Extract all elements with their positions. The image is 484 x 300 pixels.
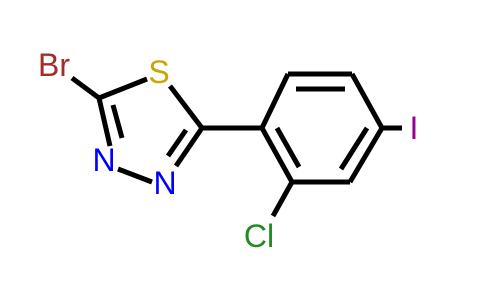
bond-cbr-br [70, 75, 101, 101]
bond-cbr-s [98, 76, 148, 101]
atom-sulfur: S [148, 54, 169, 90]
bond-s-c2 [168, 84, 204, 130]
bond-c2-n2-inner [165, 128, 189, 158]
bond-n1-cbr-inner [110, 104, 125, 139]
atom-nitrogen-1: N [92, 142, 115, 178]
bond-c2-n2 [173, 126, 205, 168]
bond-c5-c4 [349, 72, 385, 130]
bond-c2b-c1-inner [274, 126, 302, 169]
atom-chlorine: Cl [244, 218, 274, 254]
bond-c4-c3-inner [338, 126, 370, 171]
bond-c1-c6 [259, 72, 291, 130]
bond-c2b-cl [270, 180, 295, 218]
bond-n1-cbr [96, 97, 113, 147]
atom-nitrogen-2: N [153, 165, 176, 201]
atom-bromine: Br [38, 47, 70, 83]
bond-n2-n1 [117, 166, 153, 185]
bond-c4-c3 [347, 126, 385, 184]
atom-iodine: I [410, 110, 419, 146]
bond-c2b-c1 [259, 126, 295, 184]
